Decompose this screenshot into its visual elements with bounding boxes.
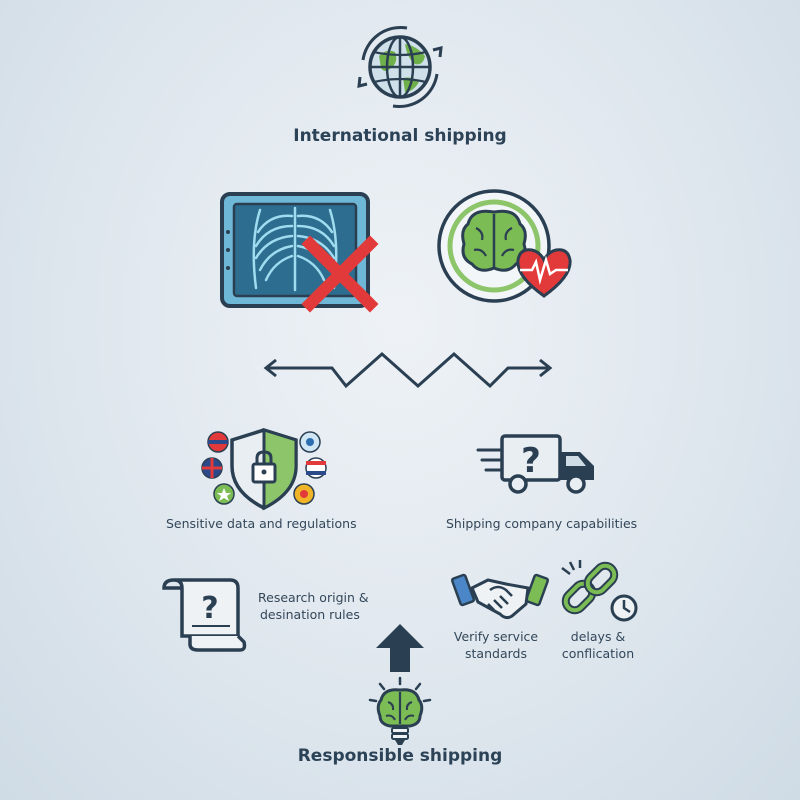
verify-standards-label: Verify service standards [436,628,556,662]
sensitive-data-label: Sensitive data and regulations [166,516,357,531]
zigzag-double-arrow-icon [262,348,554,392]
verify-line-1: Verify service [453,629,539,644]
xray-crossed-icon [220,192,380,313]
research-line-2: desination rules [260,607,360,622]
delays-line-2: conflication [561,646,635,661]
scroll-question-icon: ? [160,574,247,654]
shipping-capabilities-label: Shipping company capabilities [446,516,638,531]
brain-lightbulb-icon [366,676,434,748]
shield-lock-icon [196,426,336,512]
international-shipping-title: International shipping [293,126,507,146]
brain-heart-icon [432,188,582,308]
svg-text:?: ? [521,441,541,481]
up-arrow-icon [374,622,426,674]
responsible-shipping-title: Responsible shipping [297,746,503,766]
globe-cycle-icon [345,22,455,112]
broken-chain-clock-icon [556,558,640,628]
delays-line-1: delays & [570,629,626,644]
delays-label: delays & conflication [548,628,648,662]
research-rules-label: Research origin & desination rules [258,589,369,623]
handshake-icon [450,566,550,624]
svg-text:?: ? [201,591,218,626]
research-line-1: Research origin & [258,590,369,605]
delivery-truck-question-icon: ? [476,430,600,500]
verify-line-2: standards [465,646,527,661]
